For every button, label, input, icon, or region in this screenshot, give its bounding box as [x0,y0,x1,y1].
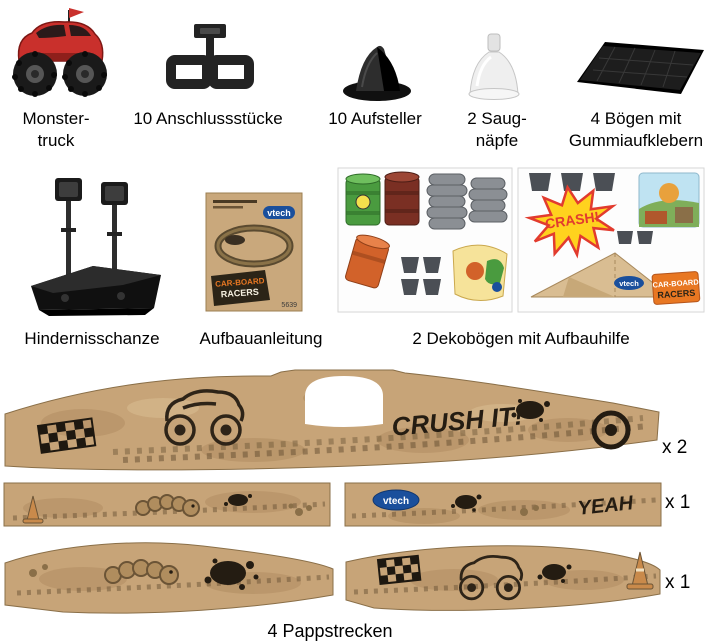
straight-track-left-photo [3,482,331,527]
manual-photo: vtech CAR-BOARD RACERS 5639 [205,192,303,312]
suction-cup-photo [463,32,525,102]
deco-sheet-1-photo [337,167,513,313]
deco-sheet-2-photo: CRASH! vtech CAR-BOARD RACERS [517,167,705,313]
wavy-track-left-photo [3,533,335,619]
count-arched-track: x 2 [662,437,688,458]
label-deco-sheets: 2 Dekobögen mit Aufbauhilfe [412,329,630,348]
obstacle-ramp-icon [31,178,161,316]
straight-track-right-icon: vtech YEAH [344,482,662,527]
deco-series-line2: RACERS [657,288,696,301]
manual-series-line1: CAR-BOARD [215,276,265,288]
manual-model-number: 5639 [281,302,297,309]
wavy-track-left-icon [4,542,334,614]
label-manual: Aufbauanleitung [199,329,323,348]
deco-sheet-2-icon: CRASH! vtech CAR-BOARD RACERS [517,167,705,313]
connector-pieces-photo [158,22,258,102]
monster-truck-icon [12,8,107,97]
wavy-track-right-photo [344,536,662,616]
manual-series-line2: RACERS [220,287,259,300]
rubber-sheet-icon [577,42,704,94]
straight-track-left-icon [3,482,331,527]
wavy-track-right-icon [345,545,661,611]
rubber-sticker-sheets-photo [575,38,707,98]
straight-track-right-photo: vtech YEAH [344,482,662,527]
stand-piece-photo [340,35,415,103]
count-wavy-tracks: x 1 [665,572,691,593]
connector-icon [166,24,254,89]
crash-sticker-text: CRASH! [544,208,600,231]
label-obstacle-ramp: Hindernisschanze [24,329,160,348]
count-straight-tracks: x 1 [665,492,691,513]
label-suction-cups: 2 Saug- näpfe [467,109,527,150]
arched-track-icon: CRUSH IT! [4,369,660,471]
label-monster-truck: Monster- truck [22,109,90,150]
track-vtech-logo: vtech [383,496,409,507]
caption-track-pieces: 4 Pappstrecken [267,621,393,641]
label-stands: 10 Aufsteller [328,109,422,128]
monster-truck-photo [5,3,115,103]
suction-cup-icon [468,33,520,100]
stand-icon [343,45,411,101]
obstacle-ramp-photo [25,168,165,318]
label-connectors: 10 Anschlussstücke [133,109,283,128]
deco-vtech-logo: vtech [619,279,639,288]
manual-vtech-logo: vtech [267,208,291,218]
manual-cover-icon: vtech CAR-BOARD RACERS 5639 [205,192,303,312]
deco-series-line1: CAR-BOARD [652,277,699,289]
label-rubber-sheets: 4 Bögen mit Gummiaufklebern [568,109,704,150]
arched-track-photo: CRUSH IT! [3,368,661,478]
deco-sheet-1-icon [337,167,513,313]
